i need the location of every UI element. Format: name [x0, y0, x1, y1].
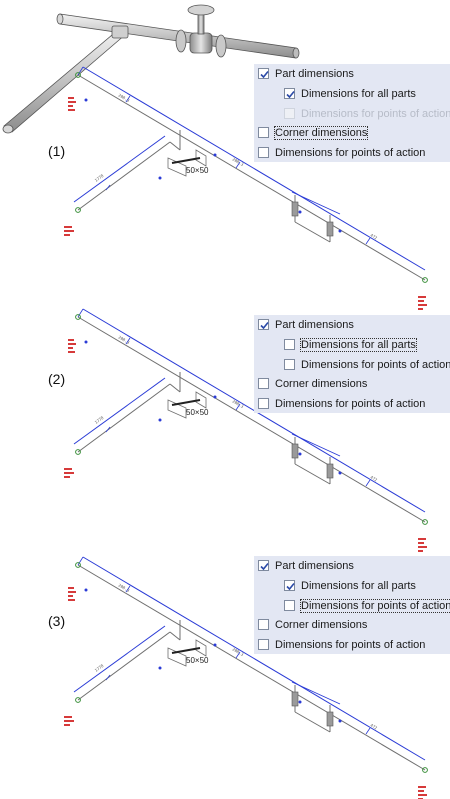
- dimensions-points-of-action-sub-option[interactable]: Dimensions for points of action: [284, 355, 450, 374]
- dimensions-points-of-action-option[interactable]: Dimensions for points of action: [258, 394, 425, 413]
- corner-dimensions-label: Corner dimensions: [275, 618, 368, 631]
- dimensions-points-of-action-checkbox[interactable]: [258, 639, 269, 650]
- dimensions-points-of-action-option[interactable]: Dimensions for points of action: [258, 635, 425, 654]
- dimensions-points-of-action-checkbox[interactable]: [258, 147, 269, 158]
- check-icon: [260, 70, 269, 79]
- corner-dimensions-checkbox[interactable]: [258, 127, 269, 138]
- check-icon: [286, 582, 295, 591]
- check-icon: [260, 562, 269, 571]
- fitting-label: 50×50: [186, 656, 209, 665]
- dimensions-all-parts-option[interactable]: Dimensions for all parts: [284, 576, 416, 595]
- svg-text:208.3: 208.3: [118, 93, 131, 104]
- dimensions-points-of-action-checkbox[interactable]: [258, 398, 269, 409]
- dimensions-points-of-action-sub-option: Dimensions for points of action: [284, 104, 450, 123]
- step-label-1: (1): [48, 143, 66, 159]
- part-dimensions-checkbox[interactable]: [258, 319, 269, 330]
- corner-dimensions-label: Corner dimensions: [275, 377, 368, 390]
- dimensions-points-of-action-option[interactable]: Dimensions for points of action: [258, 143, 425, 162]
- dimensions-points-of-action-sub-option[interactable]: Dimensions for points of action: [284, 596, 450, 615]
- part-dimensions-label: Part dimensions: [275, 318, 354, 331]
- corner-dimensions-checkbox[interactable]: [258, 619, 269, 630]
- step-label-3: (3): [48, 613, 66, 629]
- dimensions-all-parts-label: Dimensions for all parts: [301, 87, 416, 100]
- part-dimensions-label: Part dimensions: [275, 67, 354, 80]
- dimensions-points-of-action-label: Dimensions for points of action: [275, 638, 426, 651]
- svg-text:472: 472: [370, 233, 379, 241]
- dimensions-points-of-action-sub-checkbox: [284, 108, 295, 119]
- dimensions-all-parts-checkbox[interactable]: [284, 339, 295, 350]
- corner-dimensions-option[interactable]: Corner dimensions: [258, 123, 369, 142]
- corner-dimensions-option[interactable]: Corner dimensions: [258, 615, 367, 634]
- fitting-label: 50×50: [186, 166, 209, 175]
- svg-text:208.3: 208.3: [232, 157, 245, 168]
- dimensions-all-parts-label: Dimensions for all parts: [300, 337, 417, 352]
- part-dimensions-checkbox[interactable]: [258, 560, 269, 571]
- fitting-label: 50×50: [186, 408, 209, 417]
- part-dimensions-option[interactable]: Part dimensions: [258, 556, 354, 575]
- svg-text:1778: 1778: [94, 173, 105, 183]
- dimensions-all-parts-label: Dimensions for all parts: [301, 579, 416, 592]
- dimensions-all-parts-option[interactable]: Dimensions for all parts: [284, 84, 416, 103]
- part-dimensions-option[interactable]: Part dimensions: [258, 64, 354, 83]
- corner-dimensions-label: Corner dimensions: [273, 125, 369, 140]
- dimensions-all-parts-checkbox[interactable]: [284, 580, 295, 591]
- dimensions-points-of-action-sub-label: Dimensions for points of action: [301, 358, 450, 371]
- check-icon: [286, 90, 295, 99]
- part-dimensions-label: Part dimensions: [275, 559, 354, 572]
- corner-dimensions-checkbox[interactable]: [258, 378, 269, 389]
- dimensions-points-of-action-sub-label: Dimensions for points of action: [301, 107, 450, 120]
- dimensions-points-of-action-label: Dimensions for points of action: [275, 397, 426, 410]
- pipe-3d-illustration: [2, 4, 300, 134]
- dimensions-points-of-action-label: Dimensions for points of action: [275, 146, 426, 159]
- isometric-schematic: 208.3 208.3 472 1778: [64, 66, 428, 310]
- dimensions-points-of-action-sub-checkbox[interactable]: [284, 600, 295, 611]
- part-dimensions-option[interactable]: Part dimensions: [258, 315, 354, 334]
- dimensions-points-of-action-sub-checkbox[interactable]: [284, 359, 295, 370]
- step-label-2: (2): [48, 371, 66, 387]
- corner-dimensions-option[interactable]: Corner dimensions: [258, 374, 367, 393]
- part-dimensions-checkbox[interactable]: [258, 68, 269, 79]
- check-icon: [260, 321, 269, 330]
- dimensions-points-of-action-sub-label: Dimensions for points of action: [299, 598, 450, 613]
- dimensions-all-parts-option[interactable]: Dimensions for all parts: [284, 335, 417, 354]
- dimensions-all-parts-checkbox[interactable]: [284, 88, 295, 99]
